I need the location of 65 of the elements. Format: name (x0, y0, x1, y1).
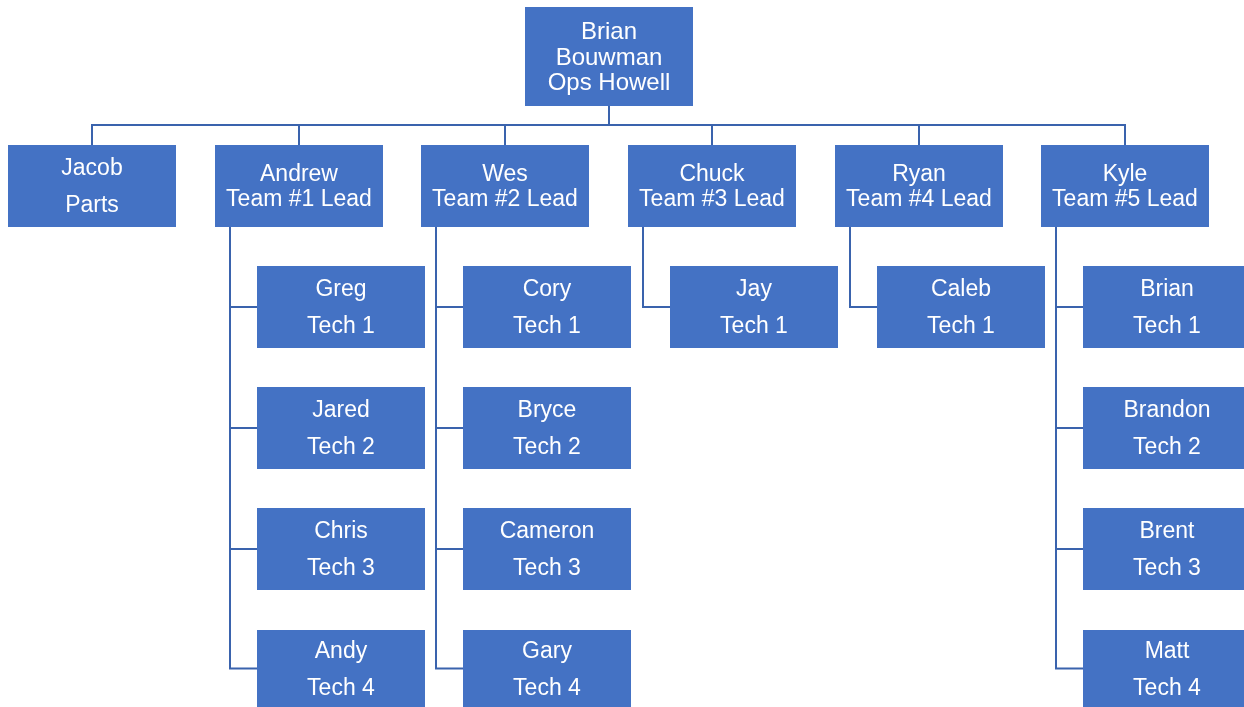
person-name: Gary (522, 635, 572, 665)
person-box (877, 266, 1045, 348)
person-box (525, 7, 693, 106)
person-box (257, 387, 425, 469)
person-name: Chris (314, 516, 368, 546)
role-label: Tech 1 (720, 311, 788, 340)
role-label: Tech 4 (1133, 672, 1201, 702)
role-label: Tech 1 (1133, 311, 1201, 340)
person-box (463, 266, 631, 348)
role-label: Tech 2 (1133, 432, 1201, 461)
person-box (257, 266, 425, 348)
person-name: Ryan (892, 161, 946, 186)
role-label: Tech 4 (513, 672, 581, 702)
role-label: Team #2 Lead (432, 186, 578, 211)
person-name: Greg (315, 274, 367, 304)
person-box (215, 145, 383, 227)
person-box (463, 387, 631, 469)
role-label: Tech 1 (307, 311, 375, 340)
person-box (835, 145, 1003, 227)
person-name: Andrew (260, 161, 338, 186)
person-name: Brandon (1123, 395, 1211, 425)
role-label: Team #4 Lead (846, 186, 992, 211)
role-label: Tech 3 (513, 553, 581, 582)
role-label: Tech 3 (307, 553, 375, 582)
person-box (463, 630, 631, 707)
person-name: Caleb (930, 274, 992, 304)
person-box (8, 145, 176, 227)
role-label: Team #1 Lead (226, 186, 372, 211)
person-box (421, 145, 589, 227)
person-name: Bryce (517, 395, 577, 425)
person-name: Chuck (679, 161, 745, 186)
role-label: Tech 2 (513, 432, 581, 461)
person-name: Jacob (61, 153, 123, 183)
person-name: Matt (1144, 635, 1190, 665)
person-box (1041, 145, 1209, 227)
person-box (257, 630, 425, 707)
role-label: Tech 1 (513, 311, 581, 340)
person-box (463, 508, 631, 590)
connector-line (642, 226, 671, 308)
role-label: Team #5 Lead (1052, 186, 1198, 211)
role-label: Parts (65, 190, 119, 219)
person-box (1083, 387, 1244, 469)
person-box (628, 145, 796, 227)
role-label: Tech 2 (307, 432, 375, 461)
person-name: Cameron (499, 516, 595, 546)
role-label: Tech 1 (927, 311, 995, 340)
person-box (1083, 630, 1244, 707)
person-name: Jay (736, 274, 772, 304)
role-label: Ops Howell (547, 69, 671, 96)
person-name: Andy (314, 635, 368, 665)
person-box (670, 266, 838, 348)
role-label: Team #3 Lead (639, 186, 785, 211)
person-name: Wes (482, 161, 528, 186)
role-label: Tech 3 (1133, 553, 1201, 582)
role-label: Tech 4 (307, 672, 375, 702)
person-box (257, 508, 425, 590)
person-name: Jared (312, 395, 370, 425)
person-name: Brent (1139, 516, 1195, 546)
person-box (1083, 508, 1244, 590)
person-box (1083, 266, 1244, 348)
person-name: Cory (522, 274, 572, 304)
person-name: Brian (1140, 274, 1194, 304)
person-name: Kyle (1102, 161, 1148, 186)
connector-line (849, 226, 878, 308)
person-name: Brian Bouwman (554, 17, 664, 70)
